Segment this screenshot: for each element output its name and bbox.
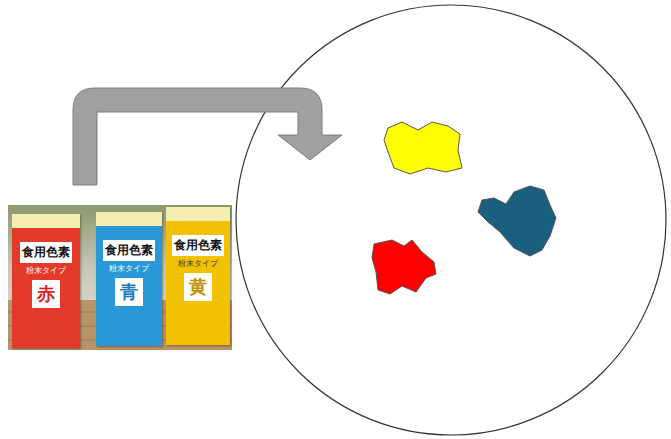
color-character: 赤 — [32, 280, 60, 308]
dish-circle — [236, 5, 666, 435]
type-label: 粉末タイプ — [178, 258, 218, 269]
type-label: 粉末タイプ — [109, 263, 149, 274]
product-name: 食用色素 — [103, 240, 155, 261]
yellow-powder — [384, 122, 462, 174]
type-label: 粉末タイプ — [26, 265, 66, 276]
blue-powder — [478, 186, 556, 256]
photo-background — [8, 205, 232, 350]
curved-arrow — [73, 88, 342, 185]
product-name: 食用色素 — [172, 235, 224, 256]
product-name: 食用色素 — [20, 242, 72, 263]
color-character: 青 — [115, 278, 143, 306]
color-character: 黄 — [184, 273, 212, 301]
dye-box: 食用色素粉末タイプ黄 — [166, 207, 230, 345]
red-powder — [372, 240, 436, 294]
dye-box: 食用色素粉末タイプ青 — [96, 212, 162, 346]
dye-box: 食用色素粉末タイプ赤 — [12, 214, 80, 348]
